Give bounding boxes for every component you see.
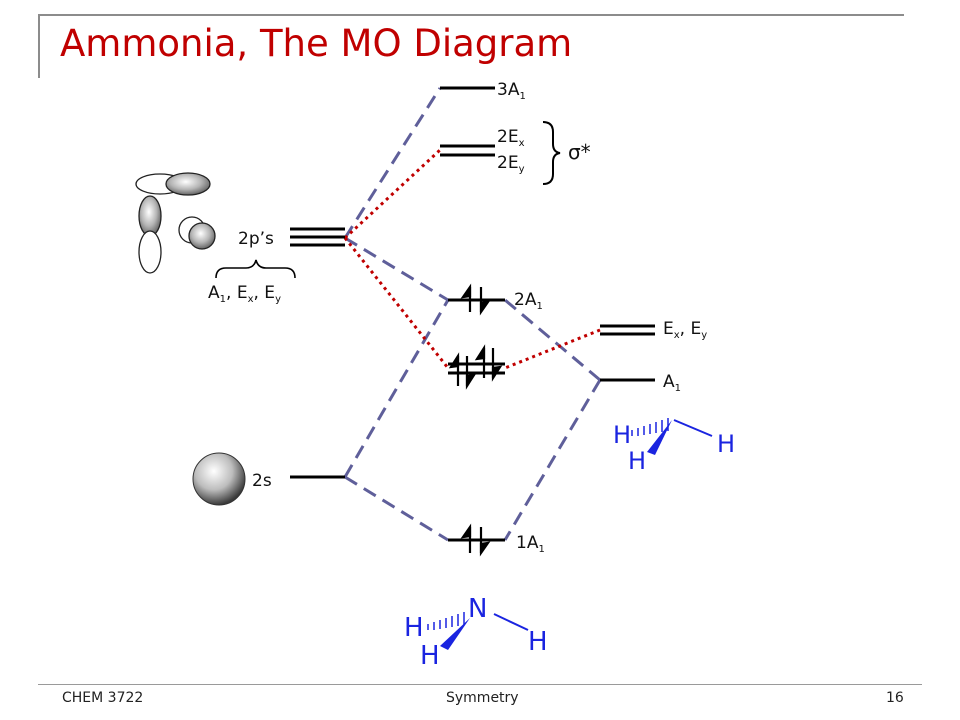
frame-top-rule xyxy=(38,14,904,16)
corr-2p-e-bonding xyxy=(343,237,450,369)
footer-topic: Symmetry xyxy=(446,690,519,706)
slide-title: Ammonia, The MO Diagram xyxy=(60,22,573,65)
h3-atom-h2: H xyxy=(628,447,646,475)
label-a1-ex-ey: A1, Ex, Ey xyxy=(208,283,281,305)
nh3-atom-n: N xyxy=(468,594,487,624)
label-1a1: 1A1 xyxy=(516,533,545,555)
s-orbital-sphere-icon xyxy=(192,452,246,506)
nh3-structure: N H H H xyxy=(404,594,548,671)
footer-course: CHEM 3722 xyxy=(62,690,144,706)
electron-pair-e-2 xyxy=(474,344,503,382)
label-2s: 2s xyxy=(252,471,272,491)
sigma-star-brace xyxy=(542,121,561,185)
p-orbitals-icon xyxy=(135,172,216,274)
label-2ex: 2Ex xyxy=(497,127,525,149)
footer-page-number: 16 xyxy=(886,690,904,706)
corr-2p-2e xyxy=(343,148,442,240)
nh3-atom-h1: H xyxy=(404,613,424,643)
frame-left-rule xyxy=(38,14,40,78)
symmetry-brace xyxy=(215,259,296,279)
h3-plain-bond xyxy=(673,419,713,437)
corr-a1-1a1 xyxy=(503,379,602,541)
h3-hash-bond xyxy=(631,418,669,436)
corr-2s-1a1 xyxy=(344,475,449,542)
corr-2p-2a1 xyxy=(344,236,449,302)
electron-pair-1a1 xyxy=(460,523,491,557)
h3-atom-h3: H xyxy=(717,430,735,458)
footer-rule xyxy=(38,684,922,685)
label-2a1: 2A1 xyxy=(514,290,543,312)
label-sigma-star: σ* xyxy=(568,140,591,164)
dotted-correlation-lines xyxy=(343,148,601,370)
electron-arrows xyxy=(448,283,503,557)
nh3-atom-h2: H xyxy=(420,641,440,671)
dashed-correlation-lines xyxy=(343,87,602,542)
electron-pair-2a1 xyxy=(460,283,491,316)
h3-fragment-structure: H H H xyxy=(613,418,735,475)
label-h3-a1: A1 xyxy=(663,372,681,394)
nh3-hash-bond xyxy=(427,612,465,630)
nh3-plain-bond xyxy=(493,613,529,631)
nh3-wedge-bond xyxy=(440,618,470,650)
electron-pair-e-1 xyxy=(448,352,477,390)
label-2ps: 2p’s xyxy=(238,229,274,249)
corr-a1-2a1 xyxy=(504,298,601,382)
corr-2p-3a1 xyxy=(343,87,442,239)
energy-levels xyxy=(290,86,655,542)
h3-atom-h1: H xyxy=(613,421,631,449)
label-2ey: 2Ey xyxy=(497,153,525,175)
corr-e-e-bonding xyxy=(504,328,601,370)
h3-wedge-bond xyxy=(647,420,672,455)
label-3a1: 3A1 xyxy=(497,80,526,102)
corr-2s-2a1 xyxy=(343,299,450,478)
nh3-atom-h3: H xyxy=(528,627,548,657)
label-h3-e: Ex, Ey xyxy=(663,319,707,341)
